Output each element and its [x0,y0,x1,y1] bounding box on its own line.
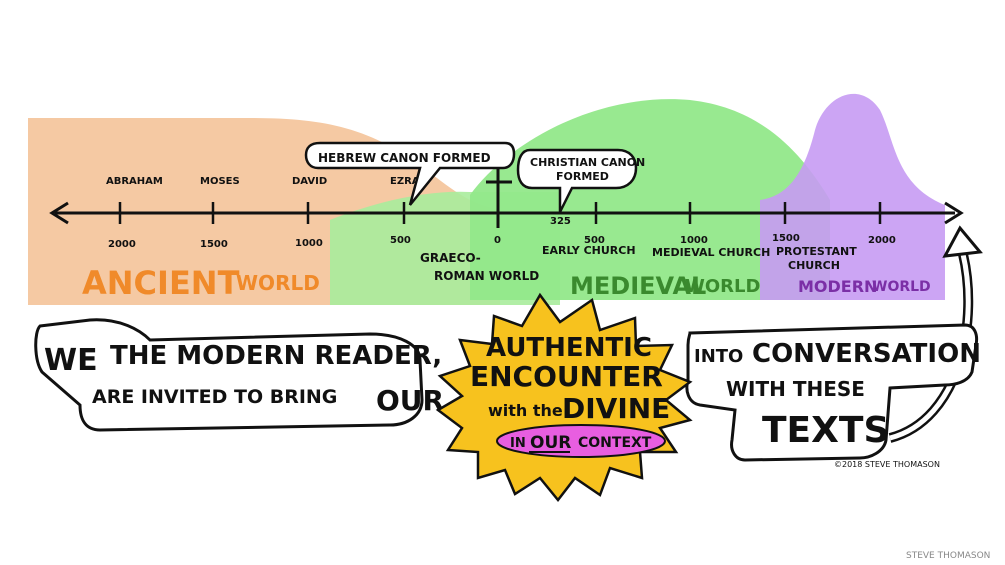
tick-label: 1000 [295,238,323,249]
modern-region [760,93,945,300]
tick-label: 1500 [200,239,228,250]
badge-text: CONTEXT [578,435,652,451]
left-message-bubble: WE THE MODERN READER, ARE INVITED TO BRI… [34,318,444,432]
tick-label: 2000 [868,235,896,246]
message-text: WITH THESE [726,377,865,401]
timeline-axis [49,165,964,228]
graeco-roman-label: ROMAN WORLD [434,269,539,283]
person-label: ABRAHAM [106,176,163,187]
tick-label: 0 [494,235,501,246]
ancient-world-label: WORLD [236,271,320,295]
hebrew-canon-label: HEBREW CANON FORMED [318,151,491,165]
christian-canon-callout: CHRISTIAN CANON FORMED [516,148,645,213]
message-text: INTO [694,346,743,367]
medieval-world-label: MEDIEVAL [570,272,706,300]
modern-world-label: WORLD [872,279,931,295]
center-text: DIVINE [562,392,670,425]
graeco-roman-label: GRAECO- [420,251,481,265]
person-label: EZRA [390,176,420,187]
right-message-bubble: INTO CONVERSATION WITH THESE TEXTS [685,323,981,462]
christian-canon-label: FORMED [556,170,609,183]
person-label: MOSES [200,176,240,187]
person-label: DAVID [292,176,327,187]
copyright-text: ©2018 STEVE THOMASON [834,460,940,469]
modern-world-label: MODERN [798,277,877,296]
message-text: ARE INVITED TO BRING [92,386,337,408]
tick-label: 500 [390,235,411,246]
tick-label: 500 [584,235,605,246]
badge-text: IN [510,436,526,451]
christian-canon-label: CHRISTIAN CANON [530,156,645,169]
tick-label: 2000 [108,239,136,250]
hebrew-canon-callout: HEBREW CANON FORMED [304,141,516,206]
center-text: ENCOUNTER [470,360,663,393]
signature-text: STEVE THOMASON [906,551,990,561]
message-text: WE [44,343,98,378]
cross-icon [486,165,512,228]
tick-label: 1000 [680,235,708,246]
center-text: AUTHENTIC [486,333,652,363]
message-text: THE MODERN READER, [110,341,442,371]
ancient-world-label: ANCIENT [82,264,240,302]
protestant-church-label: PROTESTANT [776,245,857,258]
medieval-church-label: MEDIEVAL CHURCH [652,246,770,259]
message-text: CONVERSATION [752,339,981,369]
message-text: OUR [376,384,444,417]
message-text: TEXTS [762,410,889,451]
medieval-world-label: WORLD [685,276,760,297]
badge-text: OUR [530,433,571,453]
tick-label-325: 325 [550,216,571,227]
center-text: with the [488,401,563,420]
protestant-church-label: CHURCH [788,259,840,272]
starburst: AUTHENTIC ENCOUNTER with the DIVINE [435,292,693,503]
tick-label: 1500 [772,233,800,244]
context-badge: IN OUR CONTEXT [496,424,666,458]
early-church-label: EARLY CHURCH [542,244,636,257]
